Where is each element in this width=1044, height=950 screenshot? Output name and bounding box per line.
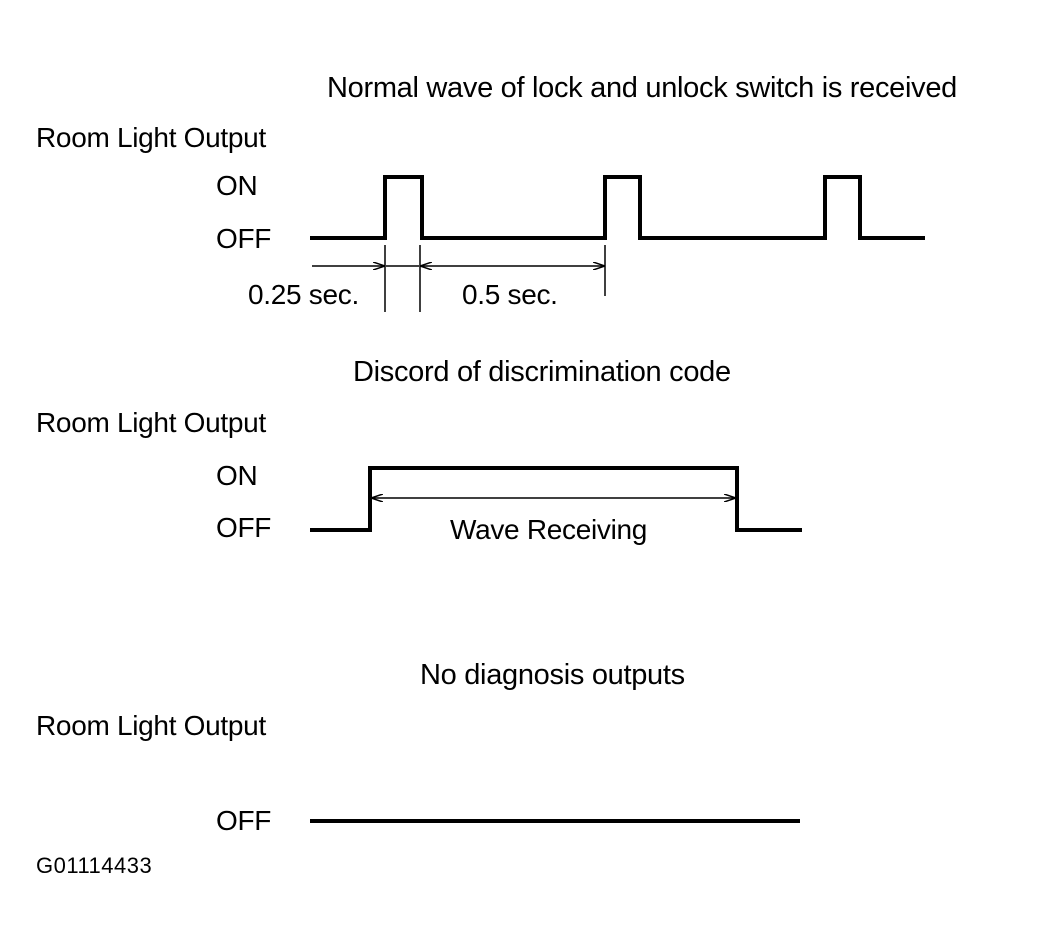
section1-title: Normal wave of lock and unlock switch is… bbox=[327, 72, 958, 104]
section1-signal-label: Room Light Output bbox=[36, 122, 266, 153]
section3-signal-label: Room Light Output bbox=[36, 710, 266, 741]
section1-off-label: OFF bbox=[216, 223, 272, 254]
section2-signal-label: Room Light Output bbox=[36, 407, 266, 438]
section1-waveform bbox=[310, 175, 925, 240]
figure-id: G01114433 bbox=[36, 853, 153, 878]
section3-off-label: OFF bbox=[216, 805, 272, 836]
section2-wave-receiving-label: Wave Receiving bbox=[450, 514, 648, 545]
section3-title: No diagnosis outputs bbox=[420, 659, 685, 691]
section2-on-label: ON bbox=[216, 460, 258, 491]
section1-on-label: ON bbox=[216, 170, 258, 201]
section2-off-label: OFF bbox=[216, 512, 272, 543]
section2-title: Discord of discrimination code bbox=[353, 356, 731, 388]
section1-timing-025: 0.25 sec. bbox=[248, 279, 359, 310]
section1-timing-05: 0.5 sec. bbox=[462, 279, 558, 310]
